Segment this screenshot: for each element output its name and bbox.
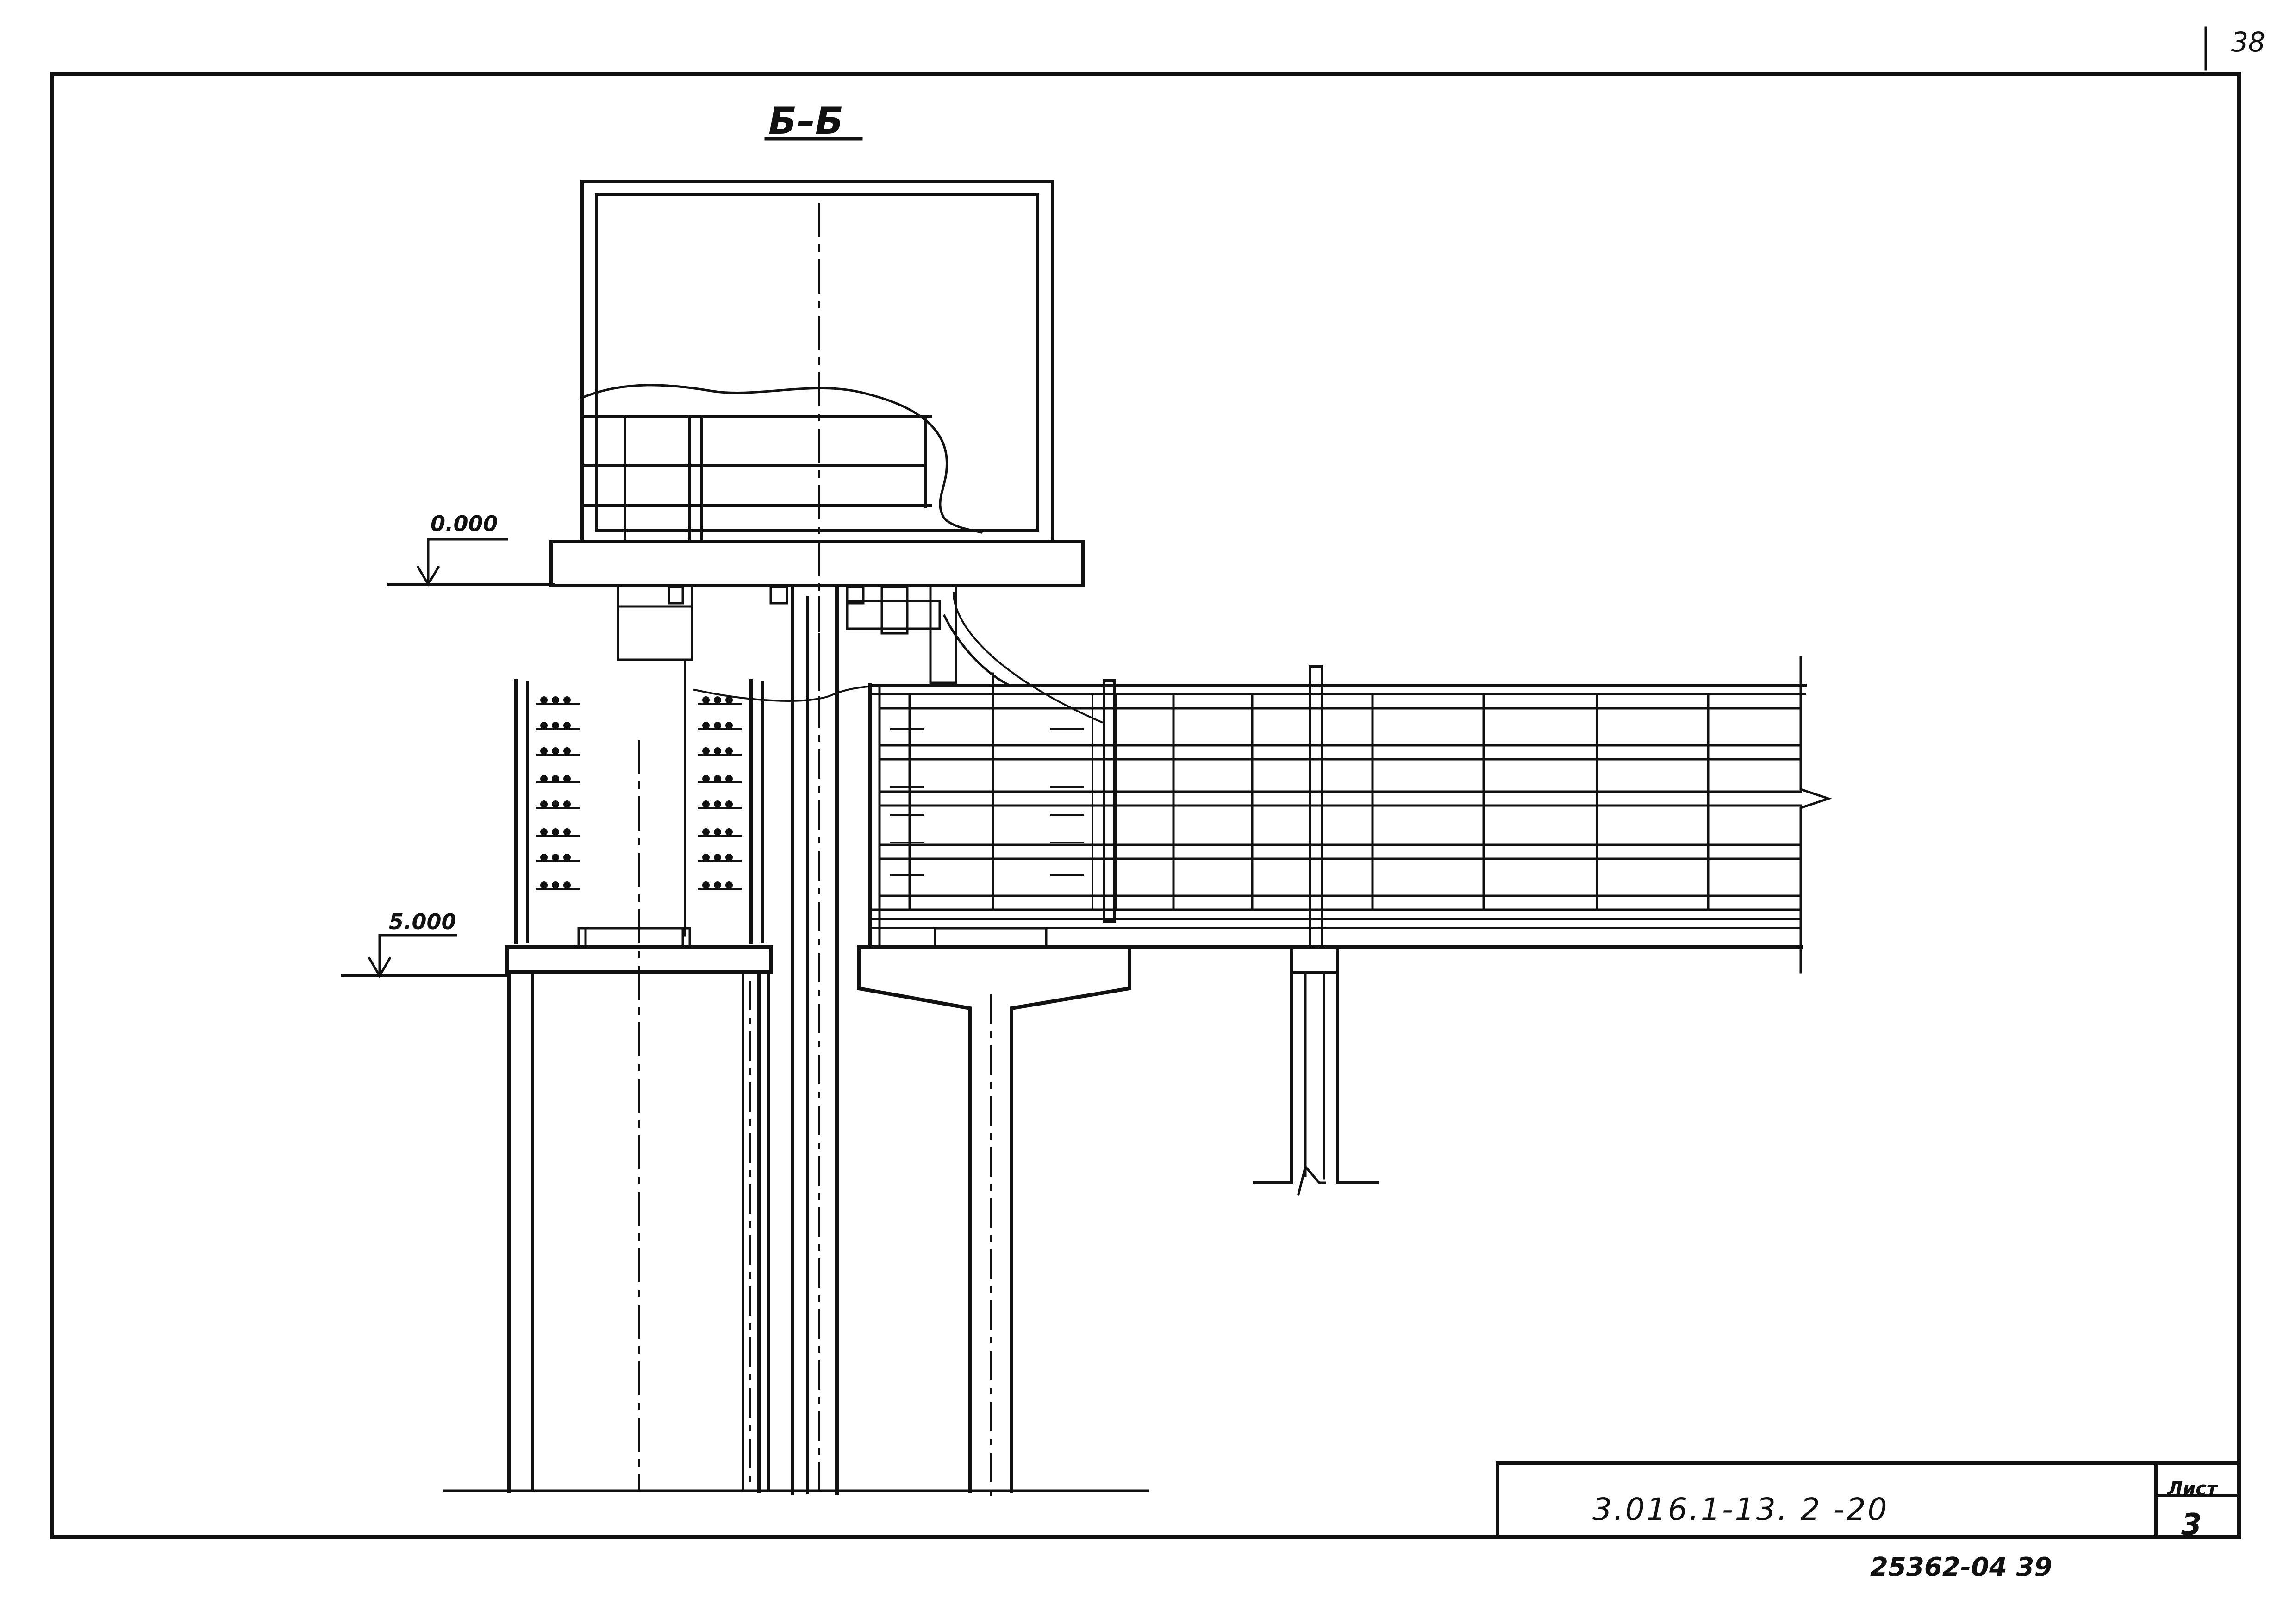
elevation-label-middle: 5.000	[389, 909, 456, 934]
under-slab-fittings	[617, 584, 1103, 724]
channel-column	[1253, 945, 1379, 1196]
channel-grid	[878, 672, 1802, 911]
channel	[868, 656, 1832, 974]
elevation-marker-top	[387, 538, 555, 587]
central-riser	[791, 584, 839, 1495]
page-number: 38	[2231, 26, 2265, 58]
console-bracket	[857, 945, 1131, 1496]
archive-number: 25362-04 39	[1870, 1552, 2053, 1582]
left-screen-support	[514, 658, 764, 1492]
sheet-label: Лист	[2167, 1478, 2218, 1499]
left-platform	[505, 945, 773, 1493]
top-slab	[549, 540, 1085, 587]
elevation-marker-mid	[341, 934, 511, 978]
section-title: Б–Б	[768, 100, 843, 143]
channel-screens	[890, 693, 1093, 911]
tank	[579, 180, 1054, 543]
tank-breakline	[579, 384, 983, 534]
sheet-frame	[50, 72, 2241, 1539]
elevation-label-top: 0.000	[430, 511, 498, 536]
title-block	[1496, 1461, 2241, 1539]
sheet-number: 3	[2181, 1508, 2202, 1542]
document-code: 3.016.1-13. 2 -20	[1592, 1492, 1889, 1527]
